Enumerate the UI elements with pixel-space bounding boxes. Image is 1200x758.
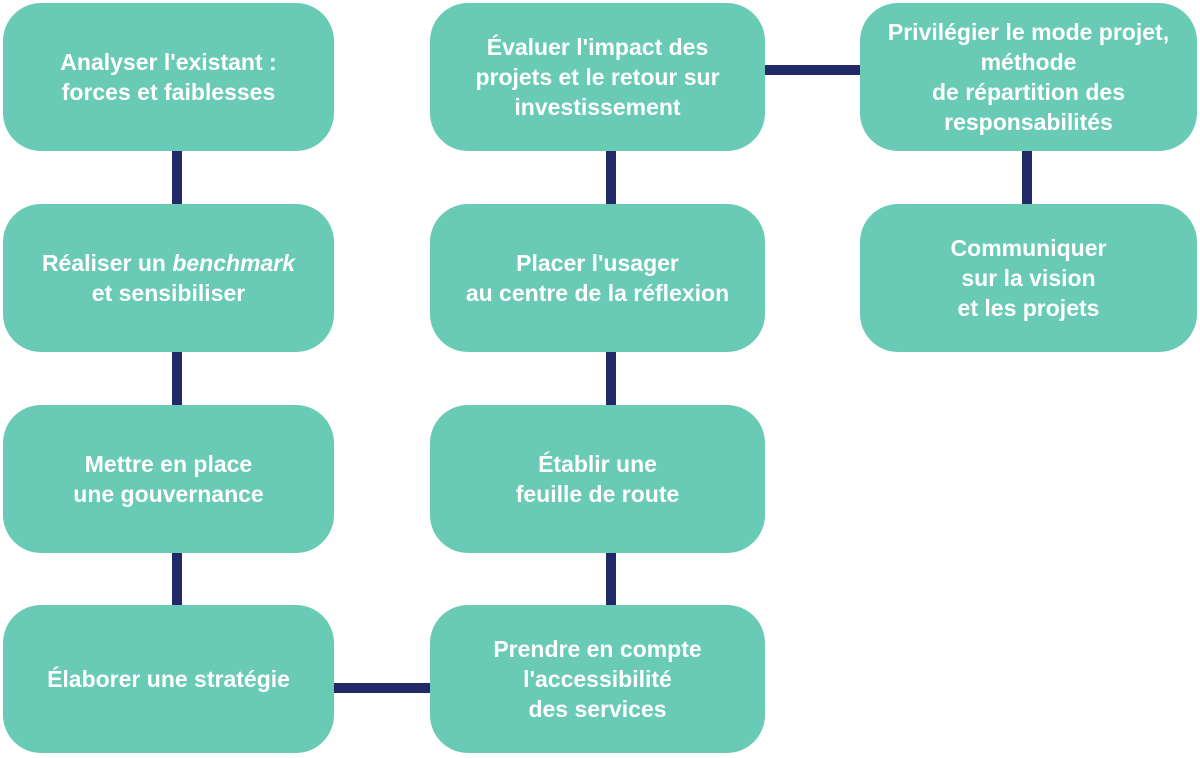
node-line: responsabilités	[944, 109, 1113, 135]
node-mode-projet: Privilégier le mode projet, méthode de r…	[860, 3, 1197, 151]
node-line: projets et le retour sur	[475, 64, 720, 90]
node-line-text: Réaliser un	[41, 250, 173, 276]
node-line: et les projets	[957, 295, 1100, 321]
node-line-italic: benchmark	[172, 250, 296, 276]
node-evaluer-impact: Évaluer l'impact des projets et le retou…	[430, 3, 765, 151]
node-communiquer-vision: Communiquer sur la vision et les projets	[860, 204, 1197, 352]
node-line: Prendre en compte	[493, 636, 702, 662]
node-line: feuille de route	[515, 481, 680, 507]
edge-gouvernance-strategie	[172, 553, 182, 605]
edge-benchmark-gouvernance	[172, 352, 182, 405]
node-line: de répartition des	[932, 79, 1125, 105]
node-feuille-de-route: Établir une feuille de route	[430, 405, 765, 553]
edge-evaluer-privilegier	[765, 65, 860, 75]
edge-privilegier-communiquer	[1022, 151, 1032, 204]
node-line: des services	[528, 696, 667, 722]
node-line: Réaliser un benchmark	[42, 248, 295, 278]
node-line: Établir une	[538, 451, 657, 477]
node-line: Mettre en place	[84, 451, 253, 477]
node-line: l'accessibilité	[523, 666, 672, 692]
node-accessibilite-services: Prendre en compte l'accessibilité des se…	[430, 605, 765, 753]
node-placer-usager: Placer l'usager au centre de la réflexio…	[430, 204, 765, 352]
node-line: sur la vision	[961, 265, 1096, 291]
node-elaborer-strategie: Élaborer une stratégie	[3, 605, 334, 753]
node-line: Élaborer une stratégie	[47, 666, 290, 692]
node-line: investissement	[514, 94, 681, 120]
node-line: Analyser l'existant :	[60, 49, 277, 75]
node-realiser-benchmark: Réaliser un benchmark et sensibiliser	[3, 204, 334, 352]
node-line: Placer l'usager	[516, 250, 679, 276]
node-line: une gouvernance	[73, 481, 264, 507]
node-line: au centre de la réflexion	[465, 280, 730, 306]
edge-evaluer-usager	[606, 151, 616, 204]
edge-analyser-benchmark	[172, 151, 182, 204]
node-line: et sensibiliser	[91, 280, 246, 306]
node-analyser-existant: Analyser l'existant : forces et faibless…	[3, 3, 334, 151]
edge-feuille-accessibilite	[606, 553, 616, 605]
node-line: Évaluer l'impact des	[486, 34, 709, 60]
node-line: Communiquer	[950, 235, 1107, 261]
edge-usager-feuille	[606, 352, 616, 405]
node-line: Privilégier le mode projet,	[887, 19, 1170, 45]
node-line: forces et faiblesses	[61, 79, 276, 105]
edge-strategie-accessibilite	[334, 683, 430, 693]
node-line: méthode	[980, 49, 1077, 75]
node-gouvernance: Mettre en place une gouvernance	[3, 405, 334, 553]
